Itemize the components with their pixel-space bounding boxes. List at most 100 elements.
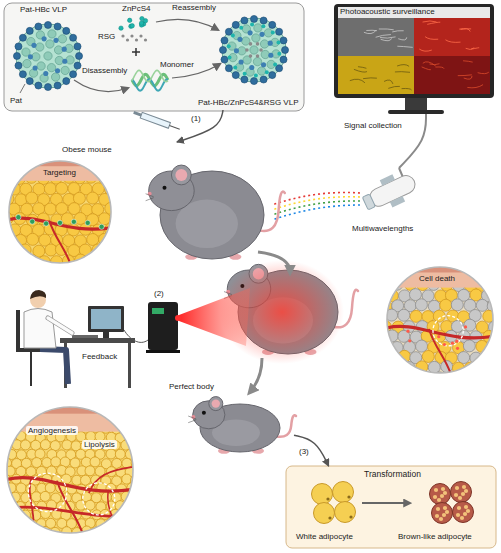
- monitor: [366, 30, 377, 31]
- targeting-inset: [99, 213, 111, 225]
- transformation-panel-ground: [435, 514, 439, 518]
- lipolysis-inset: [41, 508, 51, 518]
- slim-mouse: [209, 397, 223, 411]
- targeting-inset: [16, 215, 21, 220]
- lipolysis-inset: [132, 493, 142, 503]
- loaded-vlp: [276, 28, 283, 35]
- cell-death-inset: [495, 331, 501, 343]
- circle-outline: [9, 161, 111, 263]
- loaded-vlp: [219, 15, 288, 84]
- transformation-panel-ground: [456, 513, 460, 517]
- light-waves: [272, 197, 360, 210]
- targeting-inset: [85, 255, 97, 267]
- loaded-vlp: [256, 54, 260, 58]
- targeting-inset: [8, 160, 112, 181]
- targeting-inset: [50, 221, 71, 264]
- loaded-vlp: [243, 72, 247, 76]
- loaded-vlp: [221, 37, 228, 44]
- transformation-panel-ground: [434, 488, 438, 492]
- targeting-inset: [26, 192, 38, 204]
- hbc-vlp: [51, 73, 59, 81]
- lipolysis-inset: [97, 535, 107, 545]
- slim-mouse: [188, 416, 196, 423]
- inset-circle: Targeting: [8, 160, 112, 264]
- cell-death-inset: [386, 371, 398, 383]
- zinc-phthalocyanine: [119, 26, 123, 30]
- transducer: [359, 167, 421, 217]
- cell-death-inset: [451, 299, 463, 311]
- transformation-panel-ground: [437, 498, 441, 502]
- loaded-vlp: [261, 50, 269, 58]
- node-title: Perfect body: [169, 382, 214, 391]
- monitor: [363, 77, 377, 79]
- cell-death-inset: [398, 350, 410, 362]
- loaded-vlp: [249, 42, 253, 46]
- cell-death-inset: [380, 362, 392, 374]
- lipolysis-inset: [5, 535, 15, 545]
- flow-arrow: [177, 110, 223, 142]
- node-title: Cell death: [419, 274, 455, 283]
- hbc-vlp: [33, 65, 38, 70]
- node-title: Photoacoustic surveillance: [340, 7, 435, 16]
- process-label: Disassembly: [82, 66, 127, 75]
- loaded-vlp: [231, 34, 235, 38]
- monitor: [338, 18, 414, 56]
- lipolysis-inset: [62, 440, 72, 450]
- flow-arrow: [294, 435, 329, 466]
- stage-arrow: [250, 358, 262, 392]
- part-label: RSG: [98, 32, 115, 41]
- node-title: Obese mouse: [62, 145, 112, 154]
- cell-death-inset: [433, 316, 463, 346]
- process-arrow: [74, 80, 128, 92]
- lipolysis-inset: [126, 535, 136, 545]
- laser-device: [146, 350, 180, 353]
- targeting-inset: [67, 266, 79, 278]
- hbc-vlp: [31, 43, 36, 48]
- operator-desk: [88, 306, 124, 332]
- lipolysis-inset: [40, 491, 50, 501]
- leader-line: [20, 84, 25, 93]
- hbc-vlp: [70, 34, 77, 41]
- circle-outline: [387, 267, 493, 373]
- transducer: Multiwavelengths: [345, 168, 435, 236]
- monitor: [398, 37, 406, 40]
- monitor: [334, 4, 494, 98]
- hbc-vlp: [61, 66, 69, 74]
- laser-device: [146, 288, 250, 353]
- targeting-inset: [98, 255, 110, 267]
- syringe: [140, 112, 170, 128]
- loaded-vlp: [225, 65, 232, 72]
- targeting-inset: [117, 223, 129, 235]
- lipolysis-inset: [62, 527, 72, 537]
- step-number: (1): [190, 114, 202, 123]
- annotation: Feedback: [82, 352, 117, 361]
- lipolysis-inset: [122, 526, 132, 536]
- zinc-phthalocyanine: [140, 16, 144, 20]
- transformation-panel-ground: [464, 489, 468, 493]
- lipolysis-inset: [21, 527, 31, 537]
- lipolysis-inset: [57, 482, 83, 535]
- monitor: [423, 62, 436, 66]
- hbc-vlp: [46, 40, 54, 48]
- loaded-vlp: [265, 70, 269, 74]
- monitor: [379, 28, 394, 30]
- cell-death-inset: [422, 350, 434, 362]
- transformation-panel-ground: [349, 515, 352, 518]
- lipolysis-inset: [131, 508, 141, 518]
- cell-death-inset: [406, 330, 409, 333]
- hbc-vlp: [54, 46, 62, 54]
- targeting-inset: [55, 264, 67, 276]
- loaded-vlp: [276, 65, 283, 72]
- monitor: [381, 38, 392, 40]
- loaded-vlp: [222, 18, 286, 82]
- mouse-panel: Obese mouseTargeting: [4, 142, 266, 268]
- transformation-panel-ground: [463, 512, 467, 516]
- lipolysis-inset: [66, 535, 76, 545]
- transformation-panel-ground: [328, 516, 331, 519]
- loaded-vlp: [245, 48, 249, 52]
- monitor: [459, 28, 470, 31]
- transformation-panel-ground: [436, 507, 440, 511]
- cell-death-inset: [437, 335, 440, 338]
- hbc-vlp: [74, 62, 81, 69]
